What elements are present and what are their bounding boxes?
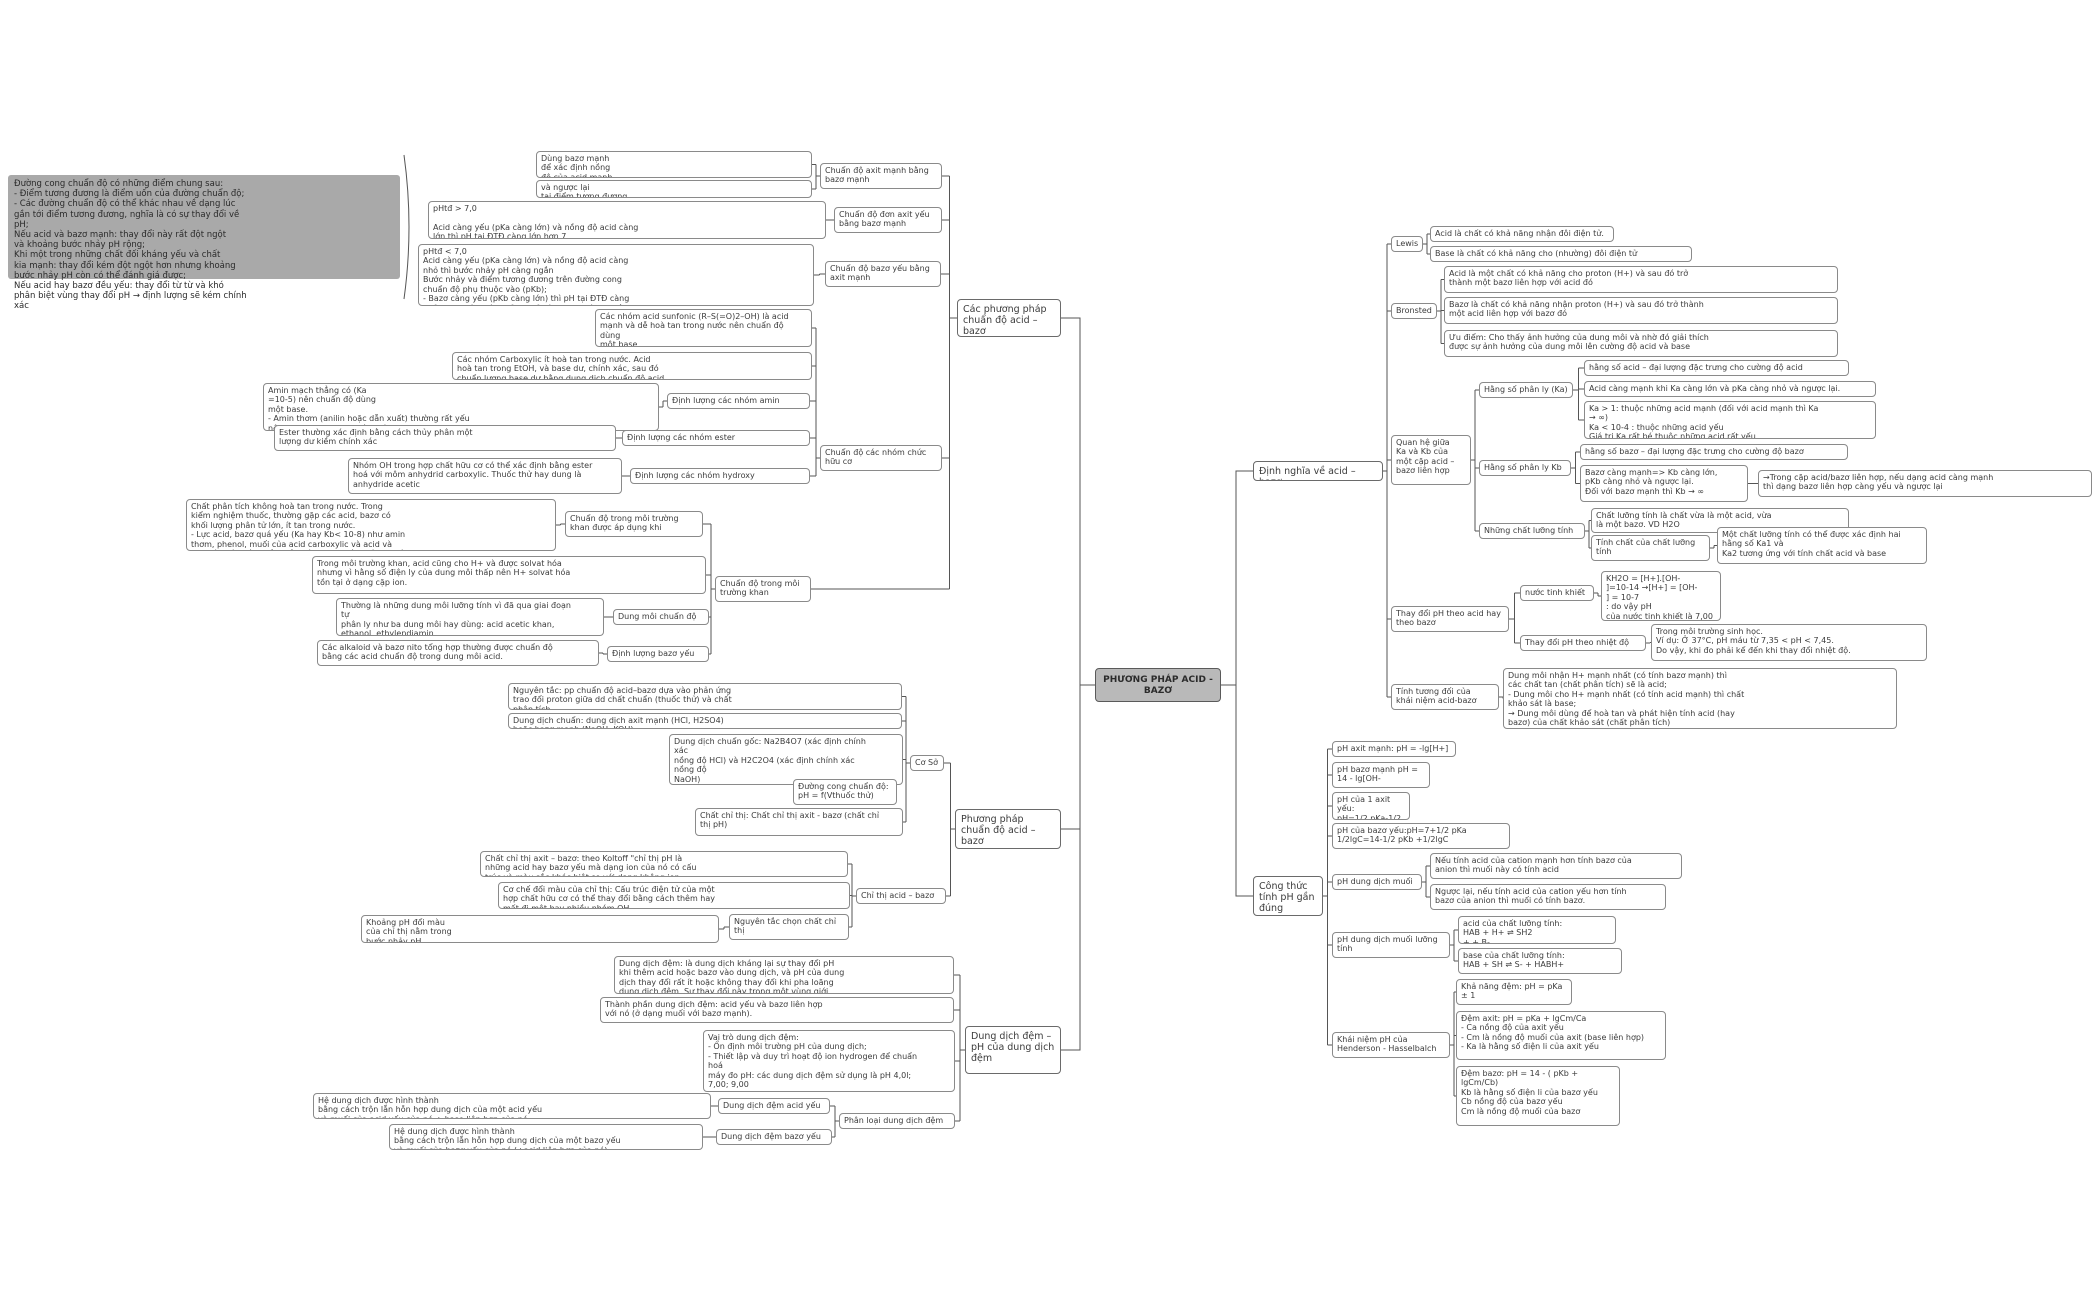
pure-water-detail[interactable]: KH2O = [H+].[OH- ]=10-14 →[H+] = [OH- ] … (1601, 571, 1721, 621)
kb-detail-3[interactable]: →Trong cặp acid/bazơ liên hợp, nếu dạng … (1758, 470, 2092, 497)
bronsted-base-node[interactable]: Bazơ là chất có khả năng nhận proton (H+… (1444, 297, 1838, 324)
solvent-node[interactable]: Dung môi chuẩn độ (613, 609, 709, 625)
formula-weak-acid[interactable]: pH của 1 axit yếu: pH=1/2 pKa-1/2 lgC (1332, 792, 1410, 820)
strong-acid-detail-1[interactable]: Dùng bazơ mạnh để xác định nồng độ của a… (536, 151, 812, 178)
ester-node[interactable]: Định lượng các nhóm ester (622, 430, 810, 446)
henderson-node[interactable]: Khái niệm pH của Henderson - Hasselbalch (1332, 1032, 1450, 1058)
buffer-role[interactable]: Vai trò dung dịch đệm: - Ổn định môi trư… (703, 1030, 955, 1092)
titration-methods-branch[interactable]: Các phương pháp chuẩn độ acid – bazơ (957, 299, 1061, 337)
base-buffer-detail[interactable]: Hệ dung dịch được hình thành bằng cách t… (389, 1124, 703, 1150)
nonaqueous-when-node[interactable]: Chuẩn độ trong môi trường khan được áp d… (565, 511, 703, 537)
weak-base-detail[interactable]: pHtđ < 7,0 Acid càng yếu (pKa càng lớn) … (418, 244, 814, 306)
basis-detail-2[interactable]: Dung dịch chuẩn: dung dịch axit mạnh (HC… (508, 713, 902, 729)
nonaqueous-node[interactable]: Chuẩn độ trong môi trường khan (715, 576, 811, 602)
basis-detail-3[interactable]: Dung dịch chuẩn gốc: Na2B4O7 (xác định c… (669, 734, 903, 785)
buffer-composition[interactable]: Thành phần dung dịch đệm: acid yếu và ba… (600, 997, 954, 1023)
ester-detail[interactable]: Ester thường xác định bằng cách thủy phâ… (274, 425, 616, 451)
formula-weak-base[interactable]: pH của bazơ yếu:pH=7+1/2 pKa 1/2lgC=14-1… (1332, 823, 1510, 849)
base-buffer-node[interactable]: Dung dịch đệm bazơ yếu (716, 1129, 832, 1145)
root-topic[interactable]: PHƯƠNG PHÁP ACID - BAZƠ (1095, 668, 1221, 702)
organic-groups-titration[interactable]: Chuẩn độ các nhóm chức hữu cơ (820, 445, 942, 471)
buffer-definition[interactable]: Dung dịch đệm: là dung dịch kháng lại sự… (614, 956, 954, 994)
salt-ph-node[interactable]: pH dung dịch muối (1332, 874, 1422, 890)
indicator-choice-detail[interactable]: Khoảng pH đổi màu của chỉ thị nằm trong … (361, 915, 719, 943)
salt-ph-detail-2[interactable]: Ngược lại, nếu tính acid của cation yếu … (1430, 884, 1666, 910)
ka-detail-1[interactable]: hằng số acid – đại lượng đặc trưng cho c… (1584, 360, 1849, 376)
henderson-detail-3[interactable]: Đệm bazơ: pH = 14 - ( pKb + lgCm/Cb) Kb … (1456, 1066, 1620, 1126)
ph-temperature-node[interactable]: Thay đổi pH theo nhiệt độ (1520, 635, 1646, 651)
amphoteric-salt-detail-2[interactable]: base của chất lưỡng tính: HAB + SH ⇌ S- … (1458, 948, 1622, 974)
indicator-detail-1[interactable]: Chất chỉ thị axit – bazơ: theo Koltoff "… (480, 851, 848, 877)
lewis-acid-node[interactable]: Acid là chất có khả năng nhận đôi điện t… (1430, 226, 1614, 242)
basis-node[interactable]: Cơ Sở (910, 755, 944, 771)
ka-detail-3[interactable]: Ka > 1: thuộc những acid mạnh (đối với a… (1584, 401, 1876, 439)
solvent-detail[interactable]: Thường là những dung môi lưỡng tính vì đ… (336, 598, 604, 636)
lewis-node[interactable]: Lewis (1391, 236, 1423, 252)
weak-base-assay-node[interactable]: Định lượng bazơ yếu (607, 646, 709, 662)
weak-base-titration[interactable]: Chuẩn độ bazơ yếu bằng axit mạnh (825, 261, 941, 287)
titration-curve-node[interactable]: Đường cong chuẩn độ: pH = f(Vthuốc thử) (793, 779, 897, 805)
amphoteric-node[interactable]: Những chất lưỡng tính (1479, 523, 1585, 539)
amine-detail[interactable]: Amin mạch thẳng có (Ka =10-5) nên chuẩn … (263, 383, 659, 431)
indicator-choice-node[interactable]: Nguyên tắc chọn chất chỉ thị (729, 914, 849, 940)
connector (1061, 317, 1081, 685)
weak-base-assay-detail[interactable]: Các alkaloid và bazơ nito tổng hợp thườn… (317, 640, 599, 666)
salt-ph-detail-1[interactable]: Nếu tính acid của cation mạnh hơn tính b… (1430, 853, 1682, 879)
pure-water-node[interactable]: nước tinh khiết (1520, 585, 1594, 601)
kb-node[interactable]: Hằng số phân ly Kb (1479, 460, 1571, 476)
sulfonic-detail[interactable]: Các nhóm acid sunfonic (R–S(=O)2–OH) là … (595, 309, 812, 347)
acid-buffer-node[interactable]: Dung dịch đệm acid yếu (718, 1098, 830, 1114)
formula-strong-acid[interactable]: pH axit mạnh: pH = -lg[H+] (1332, 741, 1456, 757)
ph-temperature-detail-2[interactable]: Trong môi trường sinh học. Ví dụ: Ở 37°C… (1651, 624, 1927, 661)
connector (1061, 685, 1081, 830)
connector (403, 154, 410, 300)
nonaqueous-when-detail[interactable]: Chất phân tích không hoà tan trong nước.… (186, 499, 556, 551)
relativity-detail[interactable]: Dung môi nhận H+ mạnh nhất (có tính bazơ… (1503, 668, 1897, 729)
bronsted-acid-node[interactable]: Acid là một chất có khả năng cho proton … (1444, 266, 1838, 293)
titration-curve-note: Đường cong chuẩn độ có những điểm chung … (8, 175, 400, 311)
connector (1061, 685, 1081, 1051)
henderson-detail-2[interactable]: Đệm axit: pH = pKa + lgCm/Ca - Ca nồng đ… (1456, 1011, 1666, 1060)
acid-buffer-detail[interactable]: Hệ dung dịch được hình thành bằng cách t… (313, 1093, 711, 1119)
formula-strong-base[interactable]: pH bazơ mạnh pH = 14 - lg[OH- (1332, 762, 1430, 788)
amphoteric-salt-detail-1[interactable]: acid của chất lưỡng tính: HAB + H+ ⇌ SH2… (1458, 916, 1616, 944)
amphoteric-detail-3[interactable]: Một chất lưỡng tính có thể được xác định… (1717, 527, 1927, 564)
definition-branch[interactable]: Định nghĩa về acid – bazơ (1253, 461, 1383, 481)
kb-detail-2[interactable]: Bazơ càng mạnh=> Kb càng lớn, pKb càng n… (1580, 465, 1748, 502)
strong-acid-titration[interactable]: Chuẩn độ axit mạnh bằng bazơ mạnh (820, 163, 942, 189)
amine-node[interactable]: Định lượng các nhóm amin (667, 393, 810, 409)
ka-kb-relation-node[interactable]: Quan hệ giữa Ka và Kb của một cặp acid –… (1391, 435, 1471, 485)
amphoteric-salt-node[interactable]: pH dung dịch muối lưỡng tính (1332, 932, 1450, 958)
formulas-branch[interactable]: Công thức tính pH gần đúng (1253, 876, 1323, 916)
ka-detail-2[interactable]: Acid càng mạnh khi Ka càng lớn và pKa cà… (1584, 381, 1876, 397)
indicator-basis-node[interactable]: Chất chỉ thị: Chất chỉ thị axit - bazơ (… (695, 808, 903, 836)
bronsted-advantage-node[interactable]: Ưu điểm: Cho thấy ảnh hưởng của dung môi… (1444, 330, 1838, 357)
buffer-branch[interactable]: Dung dịch đệm – pH của dung dịch đệm (965, 1026, 1061, 1074)
hydroxy-node[interactable]: Định lượng các nhóm hydroxy (630, 468, 810, 484)
connector (1235, 470, 1253, 685)
weak-acid-titration[interactable]: Chuẩn độ đơn axit yếu bằng bazơ mạnh (834, 207, 942, 233)
carboxylic-detail[interactable]: Các nhóm Carboxylic ít hoà tan trong nướ… (452, 352, 812, 380)
ph-change-node[interactable]: Thay đổi pH theo acid hay theo bazơ (1391, 606, 1509, 632)
kb-detail-1[interactable]: hằng số bazơ – đại lượng đặc trưng cho c… (1580, 444, 1848, 460)
hydroxy-detail[interactable]: Nhóm OH trong hợp chất hữu cơ có thể xác… (348, 458, 622, 494)
lewis-base-node[interactable]: Base là chất có khả năng cho (nhường) đô… (1430, 246, 1692, 262)
strong-acid-detail-2[interactable]: và ngược lại tại điểm tương đương tại pH… (536, 180, 812, 198)
weak-acid-detail[interactable]: pHtđ > 7,0 Acid càng yếu (pKa càng lớn) … (428, 201, 826, 239)
indicator-detail-2[interactable]: Cơ chế đổi màu của chỉ thị: Cấu trúc điệ… (498, 882, 850, 909)
buffer-types-node[interactable]: Phân loại dung dịch đệm (839, 1113, 955, 1129)
henderson-detail-1[interactable]: Khả năng đệm: pH = pKa ± 1 (1456, 979, 1572, 1005)
bronsted-node[interactable]: Bronsted (1391, 303, 1437, 319)
connector (1235, 685, 1253, 897)
relativity-node[interactable]: Tính tương đối của khái niệm acid-bazơ (1391, 684, 1499, 710)
indicator-node[interactable]: Chỉ thị acid – bazơ (856, 888, 946, 904)
basis-detail-1[interactable]: Nguyên tắc: pp chuẩn độ acid–bazơ dựa và… (508, 683, 902, 710)
amphoteric-detail-2[interactable]: Tính chất của chất lưỡng tính (1591, 535, 1710, 561)
method-branch[interactable]: Phương pháp chuẩn độ acid – bazơ (955, 809, 1061, 849)
ka-node[interactable]: Hằng số phân ly (Ka) (1479, 382, 1573, 398)
nonaqueous-proton-detail[interactable]: Trong môi trường khan, acid cũng cho H+ … (312, 556, 706, 594)
